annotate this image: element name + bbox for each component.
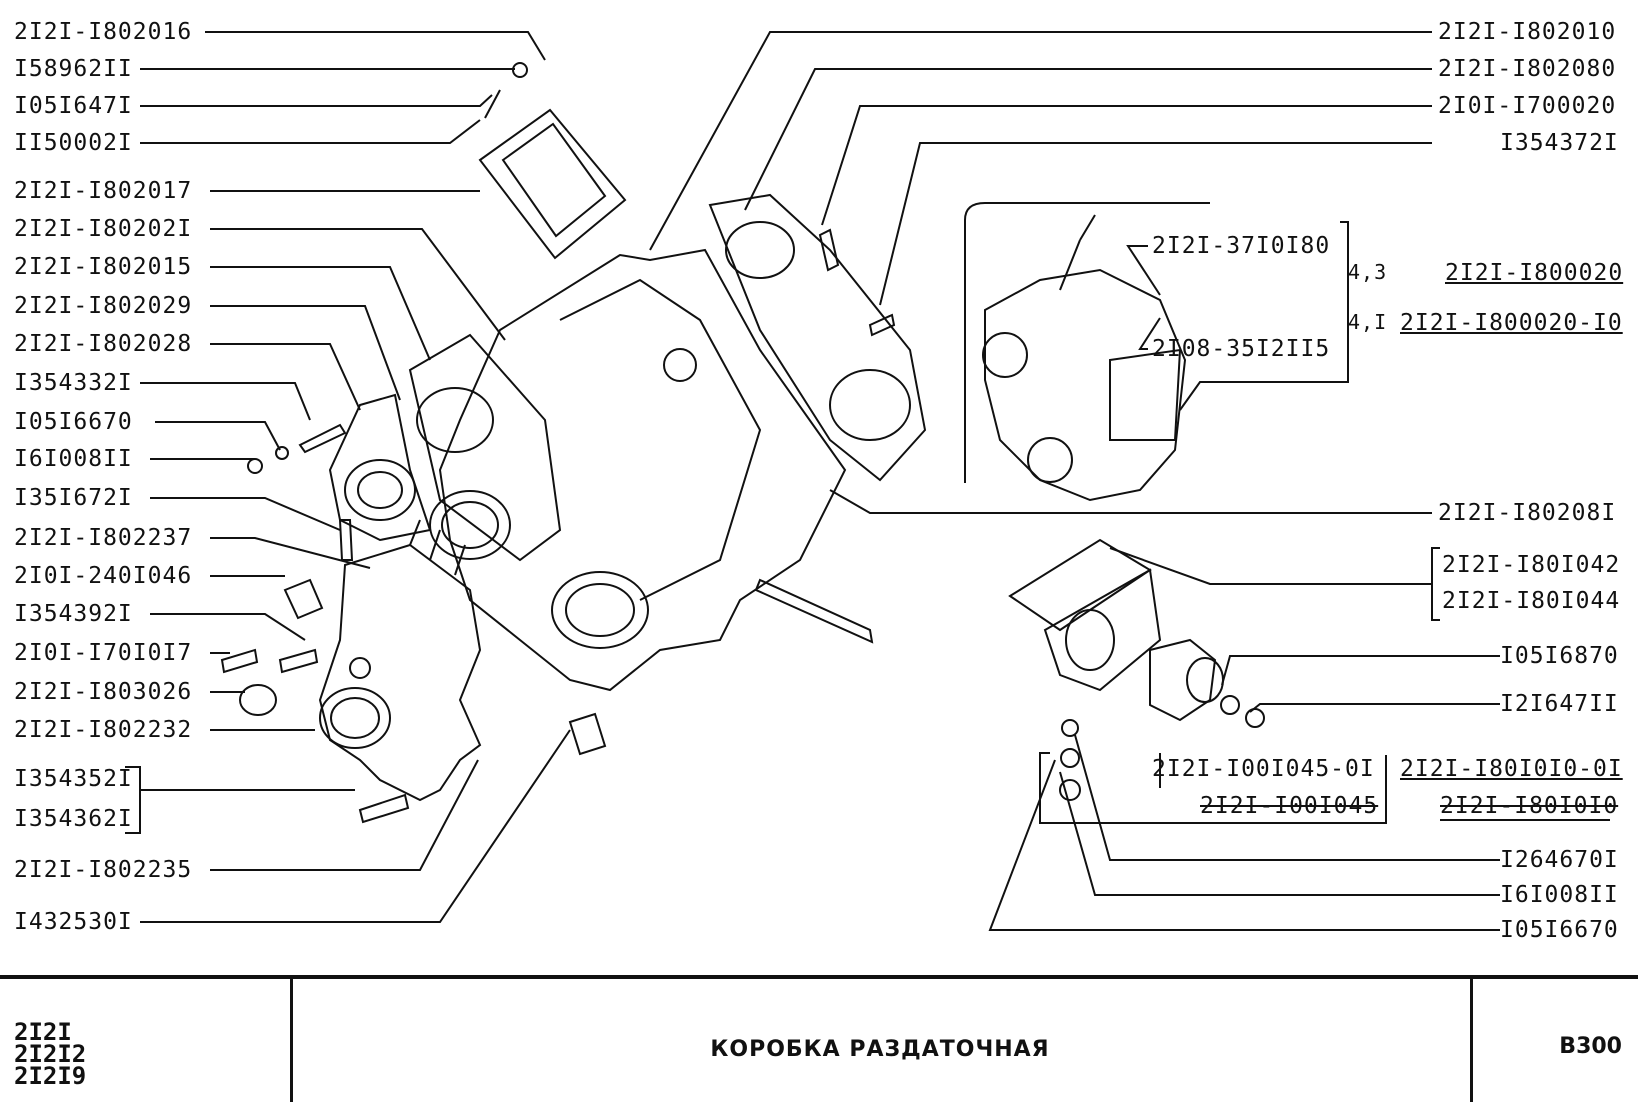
assembly-label[interactable]: 2I2I-I800020 — [1445, 260, 1624, 286]
part-label[interactable]: 2I2I-I802010 — [1438, 19, 1617, 45]
part-label[interactable]: I354352I — [14, 766, 133, 792]
code-cell: В300 — [1473, 979, 1638, 1102]
part-label[interactable]: I264670I — [1500, 847, 1619, 873]
model-code: 2I2I2 — [14, 1040, 87, 1068]
part-label[interactable]: I354372I — [1500, 130, 1619, 156]
title-block: 2I2I 2I2I2 2I2I9 КОРОБКА РАЗДАТОЧНАЯ В30… — [0, 975, 1638, 1102]
part-label[interactable]: 2I0I-240I046 — [14, 563, 193, 589]
part-label[interactable]: I354362I — [14, 806, 133, 832]
cushion-old-part-label[interactable]: 2I2I-I00I045 — [1200, 793, 1379, 819]
part-label[interactable]: I05I647I — [14, 93, 133, 119]
mount-cushion — [1008, 538, 1265, 801]
part-label[interactable]: 2I2I-I802015 — [14, 254, 193, 280]
part-label[interactable]: 2I2I-I80I044 — [1442, 588, 1621, 614]
part-label[interactable]: I2I647II — [1500, 691, 1619, 717]
gasket-plates — [408, 193, 927, 562]
model-list: 2I2I 2I2I2 2I2I9 — [14, 1018, 87, 1090]
part-label[interactable]: I58962II — [14, 56, 133, 82]
assembly-label[interactable]: 2I2I-I800020-I0 — [1400, 310, 1623, 336]
cushion-part-label[interactable]: 2I2I-I00I045-0I — [1152, 756, 1375, 782]
left-bearing-cap — [328, 393, 432, 542]
part-label[interactable]: I432530I — [14, 909, 133, 935]
part-label[interactable]: 2I2I-I802017 — [14, 178, 193, 204]
model-code: 2I2I — [14, 1018, 72, 1046]
part-label[interactable]: 2I2I-I80202I — [14, 216, 193, 242]
small-parts — [220, 228, 896, 824]
cover-plate — [478, 62, 627, 260]
sheet-code: В300 — [1559, 1034, 1622, 1059]
part-label[interactable]: I6I008II — [14, 446, 133, 472]
left-leader-lines — [140, 31, 571, 923]
part-label[interactable]: 2I2I-I802235 — [14, 857, 193, 883]
inset-part-label[interactable]: 2I2I-37I0I80 — [1152, 233, 1331, 259]
part-label[interactable]: 2I2I-I802029 — [14, 293, 193, 319]
title-cell: КОРОБКА РАЗДАТОЧНАЯ — [290, 979, 1473, 1102]
right-leader-lines — [649, 31, 1500, 931]
gear-ratio-label: 4,3 — [1348, 260, 1388, 284]
part-label[interactable]: I354392I — [14, 601, 133, 627]
part-label[interactable]: 2I2I-I802232 — [14, 717, 193, 743]
part-label[interactable]: 2I2I-I802237 — [14, 525, 193, 551]
part-label[interactable]: 2I2I-I802080 — [1438, 56, 1617, 82]
part-label[interactable]: 2I2I-I80I042 — [1442, 552, 1621, 578]
part-label[interactable]: 2I2I-I802016 — [14, 19, 193, 45]
part-label[interactable]: 2I2I-I80208I — [1438, 500, 1617, 526]
part-label[interactable]: I05I6670 — [1500, 917, 1619, 943]
inset-frame — [964, 202, 1440, 621]
bracket-left — [125, 766, 141, 834]
transfer-case-housing — [429, 248, 874, 692]
inset-part-label[interactable]: 2I08-35I2II5 — [1152, 336, 1331, 362]
part-label[interactable]: II50002I — [14, 130, 133, 156]
part-label[interactable]: I6I008II — [1500, 882, 1619, 908]
inset-assembly — [982, 214, 1187, 502]
cushion-assembly-label[interactable]: 2I2I-I80I0I0-0I — [1400, 756, 1623, 782]
part-label[interactable]: I05I6670 — [14, 409, 133, 435]
part-label[interactable]: 2I0I-I70I0I7 — [14, 640, 193, 666]
gear-ratio-label: 4,I — [1348, 310, 1388, 334]
part-label[interactable]: I05I6870 — [1500, 643, 1619, 669]
model-code: 2I2I9 — [14, 1062, 87, 1090]
part-label[interactable]: 2I2I-I802028 — [14, 331, 193, 357]
part-label[interactable]: 2I0I-I700020 — [1438, 93, 1617, 119]
part-label[interactable]: 2I2I-I803026 — [14, 679, 193, 705]
part-label[interactable]: I354332I — [14, 370, 133, 396]
models-cell: 2I2I 2I2I2 2I2I9 — [0, 979, 293, 1102]
cushion-old-assembly-label[interactable]: 2I2I-I80I0I0 — [1440, 793, 1619, 819]
page-title: КОРОБКА РАЗДАТОЧНАЯ — [710, 1037, 1050, 1062]
lower-housing — [318, 519, 482, 802]
part-label[interactable]: I35I672I — [14, 485, 133, 511]
